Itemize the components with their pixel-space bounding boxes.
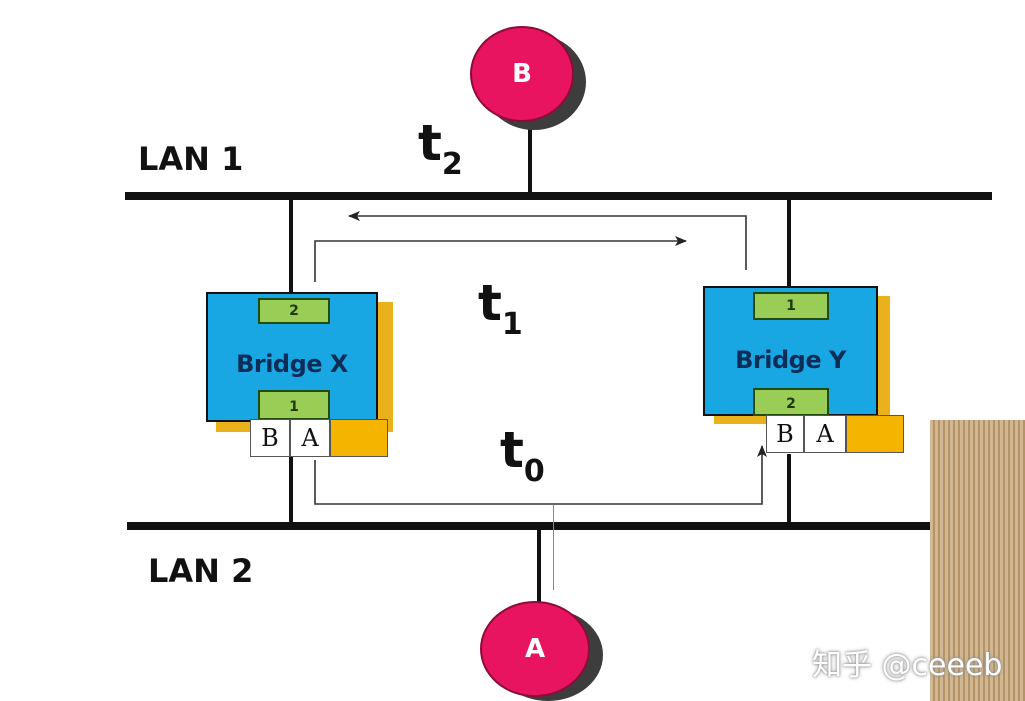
lan2-label: LAN 2 [148, 552, 254, 590]
bridge-x-drop-lan1 [289, 200, 293, 293]
bridge-y-forwarding-table: B A [766, 415, 904, 453]
watermark: 知乎 @ceeeb [812, 648, 1003, 683]
path-t1-return-arrow [348, 211, 747, 270]
bridge-x-table-entry-empty [330, 419, 388, 457]
bridge-x-port-bottom: 1 [258, 390, 330, 420]
bridge-y-name: Bridge Y [735, 346, 846, 374]
striped-edge-decoration [930, 420, 1025, 701]
time-label-t1: t1 [478, 274, 523, 342]
time-label-t2: t2 [418, 114, 463, 182]
node-a: A [480, 601, 590, 697]
bridge-x-port-top: 2 [258, 298, 330, 324]
bridge-y-port-bottom: 2 [753, 388, 829, 416]
bridge-x: 2 Bridge X 1 [206, 292, 378, 422]
bridge-y-port-top: 1 [753, 292, 829, 320]
node-a-trace-line [553, 505, 554, 590]
bridge-x-forwarding-table: B A [250, 419, 388, 457]
lan1-bus [125, 192, 992, 200]
time-label-t0: t0 [500, 421, 545, 489]
path-t1-arrow [314, 236, 687, 282]
lan1-label: LAN 1 [138, 140, 244, 178]
bridge-y-table-entry-b: B [766, 415, 804, 453]
bridge-x-table-entry-b: B [250, 419, 290, 457]
bridge-y: 1 Bridge Y 2 [703, 286, 878, 416]
path-t0-arrow [314, 445, 767, 505]
bridge-y-drop-lan2 [787, 454, 791, 523]
bridge-y-table-entry-a: A [804, 415, 846, 453]
bridge-x-drop-lan2 [289, 457, 293, 523]
bridge-y-table-entry-empty [846, 415, 904, 453]
node-a-stem [537, 530, 541, 610]
lan2-bus [127, 522, 942, 530]
bridge-x-table-entry-a: A [290, 419, 330, 457]
node-b: B [470, 26, 574, 122]
bridge-x-name: Bridge X [236, 350, 348, 378]
node-b-stem [528, 120, 532, 194]
bridge-y-drop-lan1 [787, 200, 791, 289]
